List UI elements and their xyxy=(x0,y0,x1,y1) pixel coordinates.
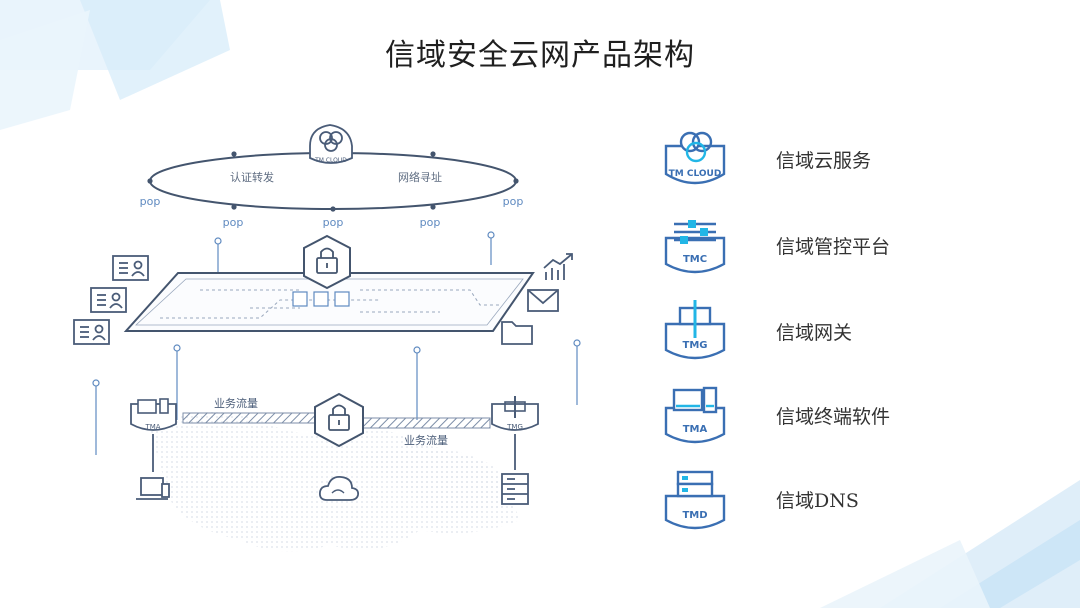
architecture-diagram: 认证转发 网络寻址 pop pop pop pop pop TM CLOUD xyxy=(73,124,581,552)
traffic-label: 业务流量 xyxy=(404,433,448,447)
legend-badge-text: TMD xyxy=(682,510,707,521)
legend-label: 信域终端软件 xyxy=(776,406,891,428)
pop-label: pop xyxy=(223,216,244,229)
cloud-swirl-icon: TM CLOUD xyxy=(664,131,726,185)
legend-badge-text: TMA xyxy=(683,424,708,435)
legend-label: 信域网关 xyxy=(776,322,853,344)
ring-label-addressing: 网络寻址 xyxy=(398,170,442,184)
tmg-badge-text: TMG xyxy=(506,423,523,431)
laptop-icon xyxy=(136,477,170,500)
legend-badge-text: TMC xyxy=(683,254,707,265)
folder-icon xyxy=(501,321,533,345)
tm-cloud-badge xyxy=(309,124,353,164)
lock-icon xyxy=(314,392,364,448)
page-title: 信域安全云网产品架构 xyxy=(385,38,695,73)
id-card-icon xyxy=(73,319,110,345)
dns-server-icon: TMD xyxy=(664,470,726,530)
pop-label: pop xyxy=(323,216,344,229)
tma-badge-text: TMA xyxy=(144,423,160,431)
lock-icon xyxy=(303,234,351,290)
legend-label: 信域云服务 xyxy=(776,150,872,172)
control-sliders-icon: TMC xyxy=(664,220,726,274)
legend-item-tmd: TMD 信域DNS xyxy=(660,464,1040,534)
traffic-label: 业务流量 xyxy=(214,396,258,410)
cloud-icon xyxy=(318,476,360,501)
legend-item-tm-cloud: TM CLOUD 信域云服务 xyxy=(660,124,1040,194)
gateway-icon: TMG xyxy=(664,300,726,360)
mail-icon xyxy=(527,289,559,312)
legend-label: 信域管控平台 xyxy=(776,236,891,258)
tmg-badge xyxy=(491,396,539,431)
pop-label: pop xyxy=(503,195,524,208)
terminal-devices-icon: TMA xyxy=(664,386,726,444)
management-platform-plane xyxy=(123,272,535,332)
ring-label-auth: 认证转发 xyxy=(230,170,274,184)
legend-badge-text: TMG xyxy=(683,340,708,351)
legend-item-tma: TMA 信域终端软件 xyxy=(660,380,1040,450)
id-card-icon xyxy=(90,287,127,313)
legend-badge-text: TM CLOUD xyxy=(669,169,722,179)
server-icon xyxy=(501,473,529,505)
id-card-icon xyxy=(112,255,149,281)
legend-item-tmg: TMG 信域网关 xyxy=(660,296,1040,366)
connection-pins xyxy=(92,231,581,455)
tma-badge xyxy=(130,398,177,431)
legend-label: 信域DNS xyxy=(776,490,859,512)
tm-cloud-badge-text: TM CLOUD xyxy=(314,157,347,164)
legend-item-tmc: TMC 信域管控平台 xyxy=(660,210,1040,280)
pop-label: pop xyxy=(420,216,441,229)
pop-label: pop xyxy=(140,195,161,208)
chart-icon xyxy=(543,253,573,280)
